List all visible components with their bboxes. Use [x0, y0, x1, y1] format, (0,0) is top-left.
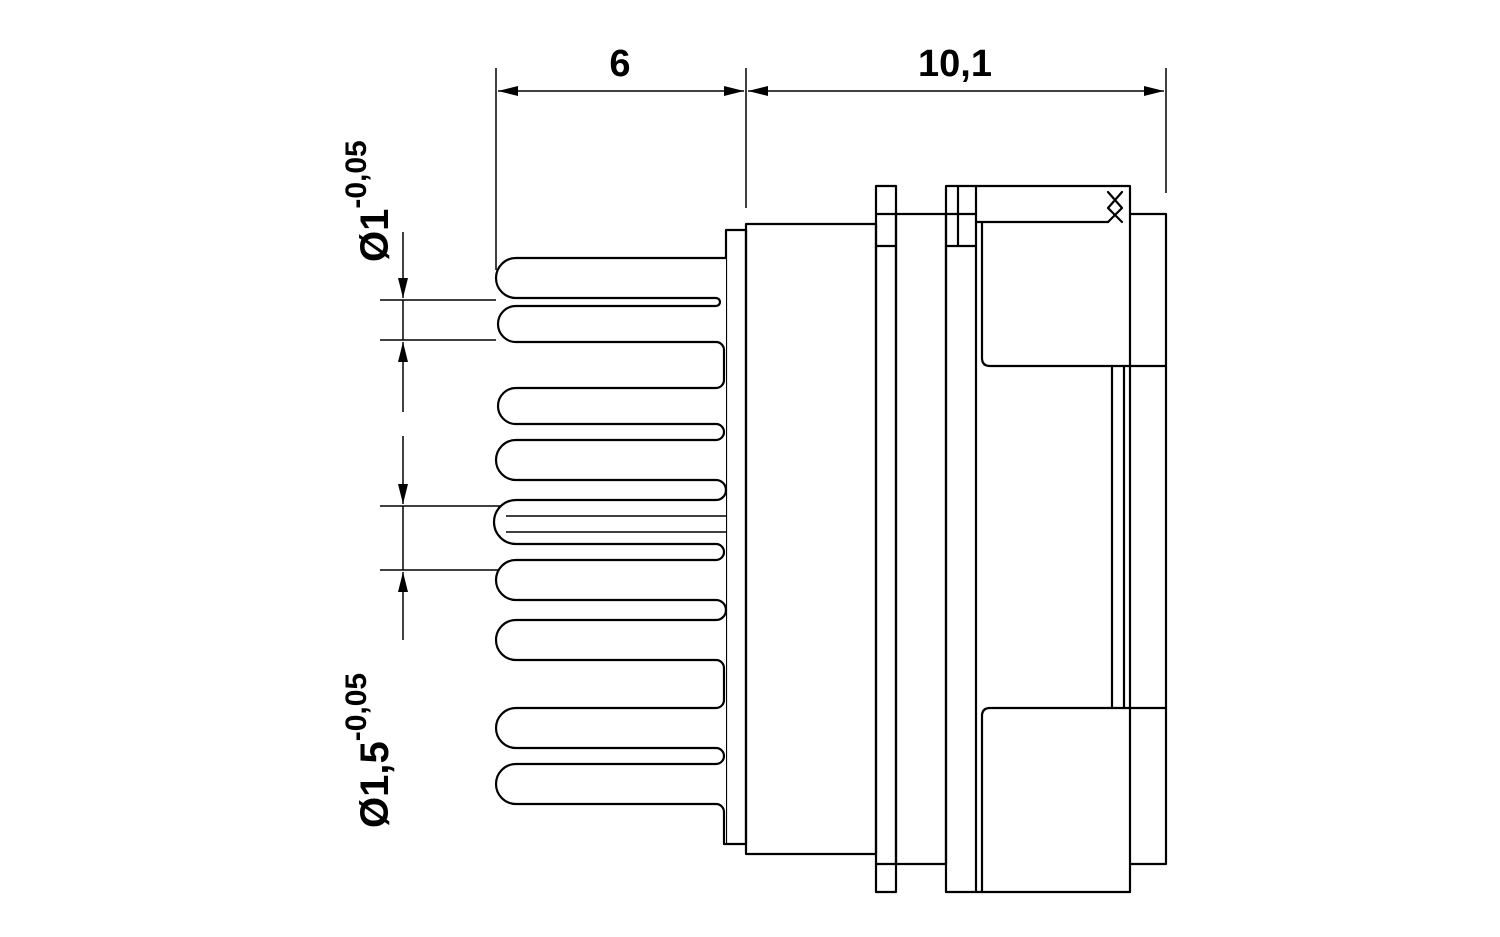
- small-pin-diameter-tolerance: -0,05: [340, 140, 373, 208]
- dimension-body-length: 10,1: [748, 43, 1167, 193]
- dimension-small-pin-diameter: Ø1-0,05: [340, 140, 496, 412]
- contact-pins: [492, 256, 728, 846]
- small-pin-diameter-label: Ø1: [353, 209, 397, 262]
- dimension-pin-length: 6: [495, 43, 747, 270]
- dimension-body-length-label: 10,1: [918, 43, 992, 85]
- svg-text:Ø1-0,05: Ø1-0,05: [340, 140, 397, 262]
- svg-text:Ø1,5-0,05: Ø1,5-0,05: [340, 673, 397, 828]
- large-pin-diameter-label: Ø1,5: [353, 741, 397, 828]
- connector-body: [724, 184, 1168, 894]
- dimension-pin-length-label: 6: [609, 43, 630, 85]
- large-pin-diameter-tolerance: -0,05: [340, 673, 373, 741]
- dimension-large-pin-diameter: Ø1,5-0,05: [340, 436, 506, 828]
- contact-pin: [492, 256, 728, 846]
